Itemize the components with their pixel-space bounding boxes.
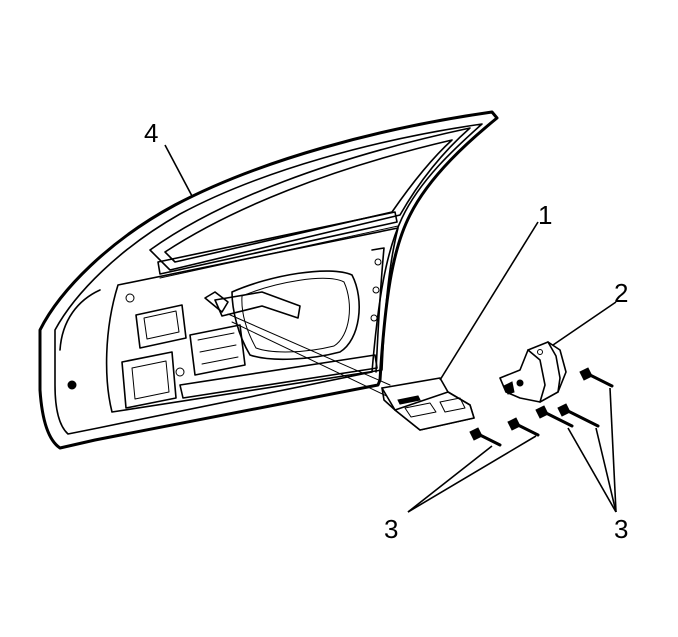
- drain-hole-left: [67, 380, 77, 390]
- bolt: [579, 367, 614, 388]
- upper-hinge: [381, 377, 475, 431]
- access-opening-left-upper: [135, 304, 187, 349]
- bolts-lower-hinge: [535, 367, 614, 428]
- leader-2: [552, 301, 617, 346]
- bolt: [507, 417, 540, 437]
- lower-hinge-body: [499, 341, 567, 403]
- upper-hinge-slot-2: [439, 397, 466, 413]
- upper-hinge-shadow: [397, 395, 421, 405]
- upper-hinge-face: [394, 391, 475, 431]
- callout-4: 4: [144, 118, 158, 148]
- glass-run-channel: [204, 291, 229, 313]
- belt-line-strip: [157, 211, 398, 275]
- reinforcement-bracket-detail: [197, 332, 239, 365]
- drain-hole-mid: [175, 367, 185, 377]
- callout-1: 1: [538, 200, 552, 230]
- leader-3b-1: [609, 387, 617, 513]
- leader-1: [439, 221, 539, 381]
- leader-3b-3: [567, 427, 617, 513]
- leader-3a-2: [407, 435, 537, 513]
- access-opening-large-inner: [241, 277, 350, 353]
- access-opening-large: [231, 270, 360, 361]
- window-frame-inner: [164, 139, 453, 263]
- access-opening-left-lower: [121, 351, 177, 409]
- door-outer-outline: [38, 110, 499, 450]
- leader-3b-2: [595, 427, 617, 513]
- lower-hinge-pin-2: [537, 349, 543, 355]
- alignment-lines: [227, 313, 396, 401]
- lower-hinge: [499, 341, 567, 403]
- callout-3-right: 3: [614, 514, 628, 544]
- reinforcement-bracket: [189, 324, 246, 376]
- leader-3a-1: [407, 445, 493, 513]
- window-frame-outer: [149, 127, 471, 271]
- lower-hinge-arm: [527, 349, 546, 403]
- hinge-pillar-edge: [371, 247, 385, 373]
- bolt: [535, 405, 574, 428]
- alignment-line-lower: [231, 321, 396, 401]
- upper-hinge-slot: [404, 402, 437, 418]
- hinge-mount-hole-lower: [370, 314, 378, 322]
- door-assembly: [38, 110, 499, 450]
- upper-hinge-strap: [381, 387, 396, 411]
- alignment-line-upper: [227, 313, 391, 386]
- bolt: [469, 427, 502, 447]
- hinge-mount-hole-upper: [374, 258, 382, 266]
- access-opening-left-lower-inner: [131, 360, 170, 400]
- lower-stiffener: [179, 354, 378, 399]
- inner-panel-outline: [105, 227, 399, 413]
- door-inner-edge: [54, 123, 483, 435]
- bolts-upper-hinge: [469, 417, 540, 447]
- hinge-mount-hole-mid: [372, 286, 380, 294]
- lock-mount-hole: [125, 293, 135, 303]
- door-leading-edge: [59, 289, 101, 351]
- lower-hinge-plate: [547, 341, 561, 393]
- access-opening-left-upper-inner: [143, 310, 180, 340]
- leader-lines: [164, 144, 617, 513]
- callout-2: 2: [614, 278, 628, 308]
- bolt: [557, 403, 600, 428]
- lower-hinge-pin: [516, 379, 524, 387]
- leader-4: [164, 144, 193, 197]
- lower-hinge-shadow: [503, 381, 515, 395]
- window-regulator-rail: [214, 291, 301, 319]
- callout-3-left: 3: [384, 514, 398, 544]
